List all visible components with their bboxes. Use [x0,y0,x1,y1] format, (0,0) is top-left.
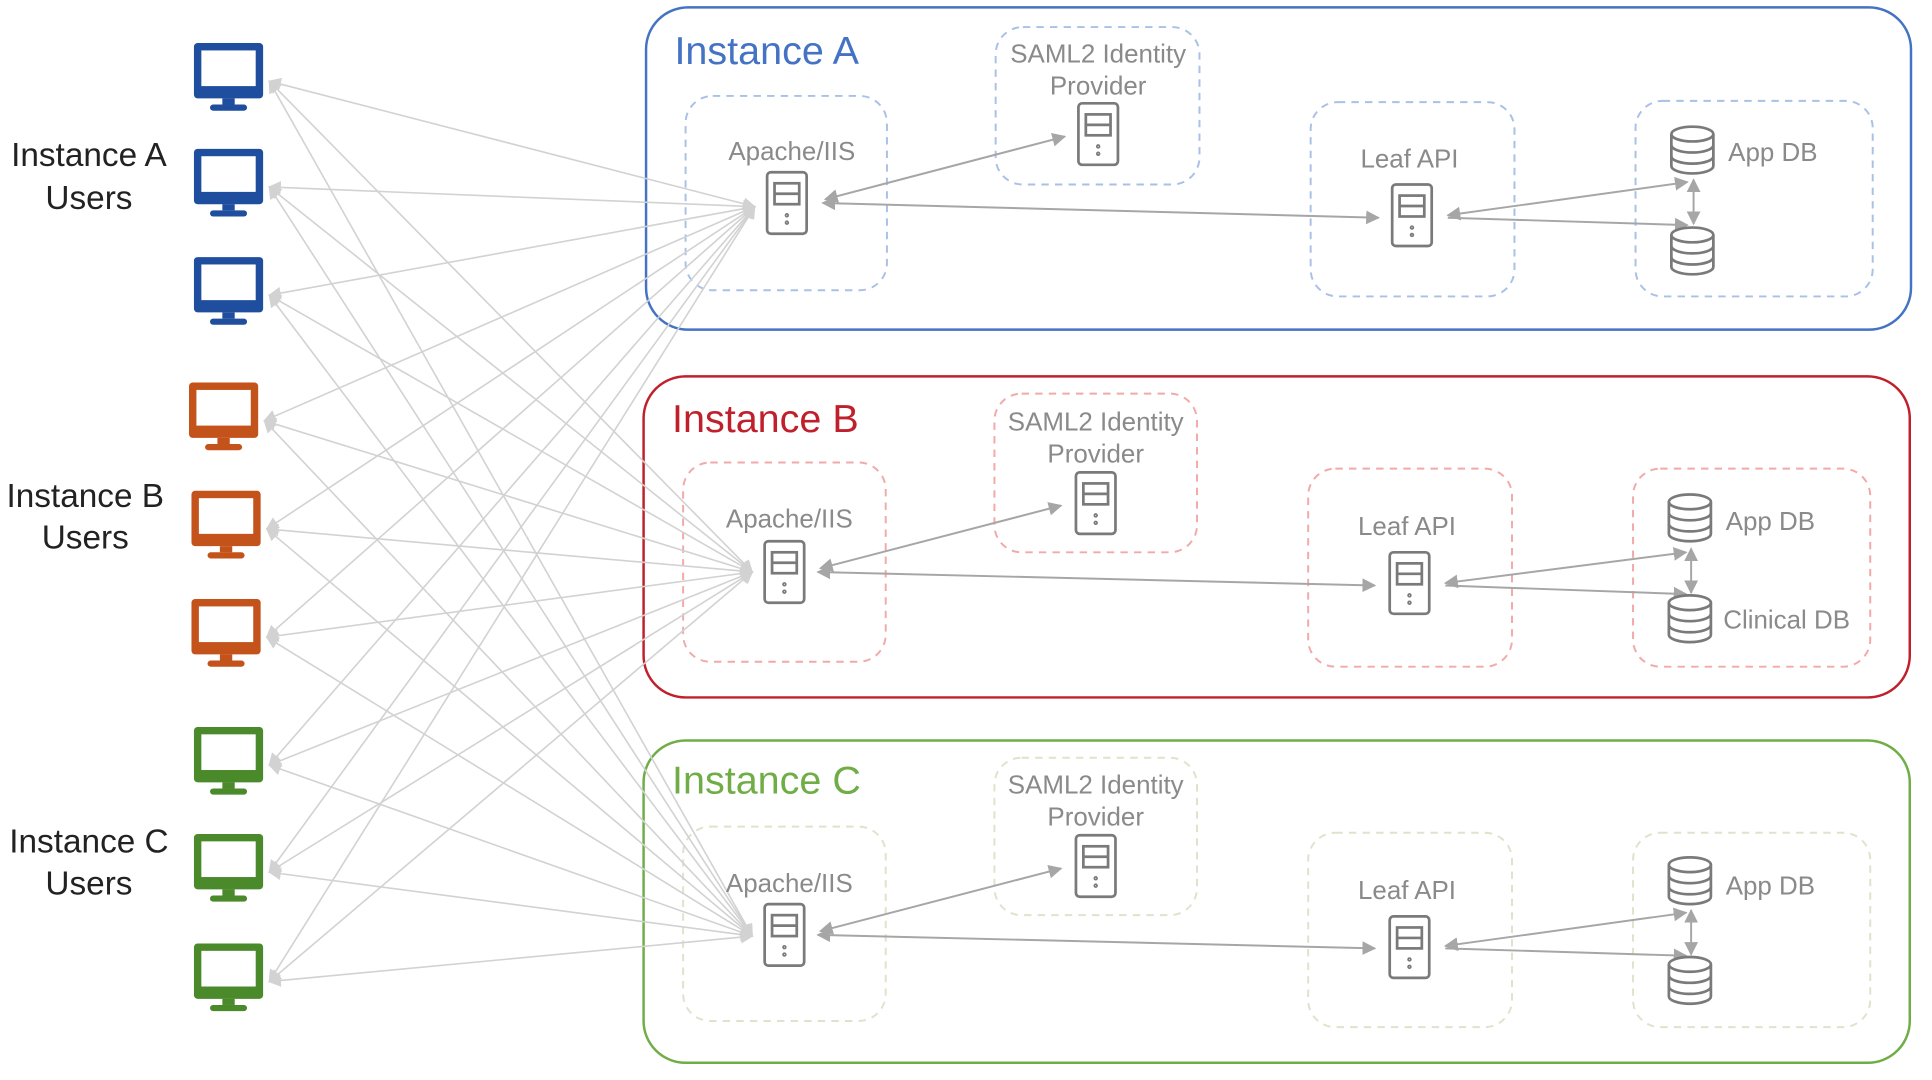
idp-label: Provider [1047,803,1144,831]
component-icons [763,101,1715,1006]
web-server-label: Apache/IIS [726,870,853,898]
idp-server-icon [1074,470,1117,536]
instance-c-arrows [816,864,1699,963]
web-to-api-arrow [816,565,1377,593]
user-to-web-connector [268,930,754,987]
monitor-icon [193,43,264,111]
web-server-label: Apache/IIS [726,506,853,534]
user-group-label: Instance A [11,137,167,174]
user-group-label: Users [42,520,129,557]
api-to-appdb-arrow [1446,176,1689,221]
api-to-appdb-arrow [1443,907,1688,952]
monitor-icon [193,257,264,325]
monitor-icon [191,490,261,559]
idp-label: Provider [1050,73,1147,101]
user-to-web-connector [268,571,754,983]
user-to-web-connector [268,185,753,938]
database-icon [1667,593,1713,644]
api-label: Leaf API [1358,513,1456,541]
user-connectors [263,77,757,987]
db-label: App DB [1726,508,1815,536]
api-to-db2-arrow [1447,216,1689,232]
idp-label: Provider [1047,441,1144,469]
web-server-icon [763,902,806,967]
web-to-api-arrow [816,928,1377,955]
user-to-web-connector [263,205,756,422]
user-to-web-connector [265,205,756,530]
web-to-idp-arrow [823,133,1067,203]
web-to-api-arrow [821,196,1380,225]
database-icon [1669,125,1715,175]
monitor-icon [193,148,264,217]
user-group-label: Users [45,865,132,902]
instance-b-arrows [816,502,1699,601]
db-label: App DB [1726,872,1815,900]
instance-a-idp-box [994,26,1201,186]
monitor-icon [193,943,264,1012]
api-server-icon [1390,183,1434,248]
user-to-web-connector [265,528,754,937]
instance-a-arrows [821,133,1701,232]
user-to-web-connector [263,417,754,575]
db-label: Clinical DB [1723,607,1850,635]
web-to-idp-arrow [818,864,1063,935]
api-to-clinicaldb-arrow [1445,584,1688,601]
idp-label: SAML2 Identity [1008,771,1184,799]
user-to-web-connector [265,567,754,642]
api-server-icon [1388,550,1431,616]
user-to-web-connector [268,202,757,300]
api-label: Leaf API [1360,145,1458,173]
user-to-web-connector [268,80,753,938]
user-group-label: Users [45,180,132,217]
user-to-web-connector [268,570,754,767]
database-icon [1667,955,1713,1006]
instance-title: Instance C [672,758,861,802]
user-to-web-connector [268,571,754,873]
user-to-web-connector [268,867,754,941]
api-label: Leaf API [1358,877,1456,905]
user-group-label: Instance C [9,823,168,860]
monitor-icon [189,382,259,451]
web-server-icon [763,539,806,605]
user-to-web-connector [268,181,757,213]
monitor-icon [191,599,261,667]
web-server-label: Apache/IIS [728,138,855,166]
user-to-web-connector [268,186,754,573]
user-to-web-connector [268,294,754,938]
idp-server-icon [1077,101,1120,167]
instance-c-idp-box [993,756,1198,917]
web-server-icon [765,170,809,236]
database-icon [1667,855,1713,906]
user-to-web-connector [268,77,757,210]
user-to-web-connector [265,523,754,578]
database-icon [1669,226,1715,276]
monitor-icon [193,833,264,902]
web-to-idp-arrow [818,502,1063,572]
monitor-icon [193,726,264,795]
idp-label: SAML2 Identity [1008,409,1184,437]
idp-label: SAML2 Identity [1010,41,1186,69]
instance-title: Instance B [672,397,859,441]
user-group-label: Instance B [6,478,164,515]
user-to-web-connector [268,205,756,983]
database-icon [1667,493,1713,543]
api-to-db2-arrow [1445,947,1688,963]
api-to-appdb-arrow [1443,547,1688,589]
db-label: App DB [1728,139,1817,167]
instance-title: Instance A [674,29,859,73]
instance-b-idp-box [993,392,1198,554]
api-server-icon [1388,915,1431,980]
idp-server-icon [1074,833,1117,899]
